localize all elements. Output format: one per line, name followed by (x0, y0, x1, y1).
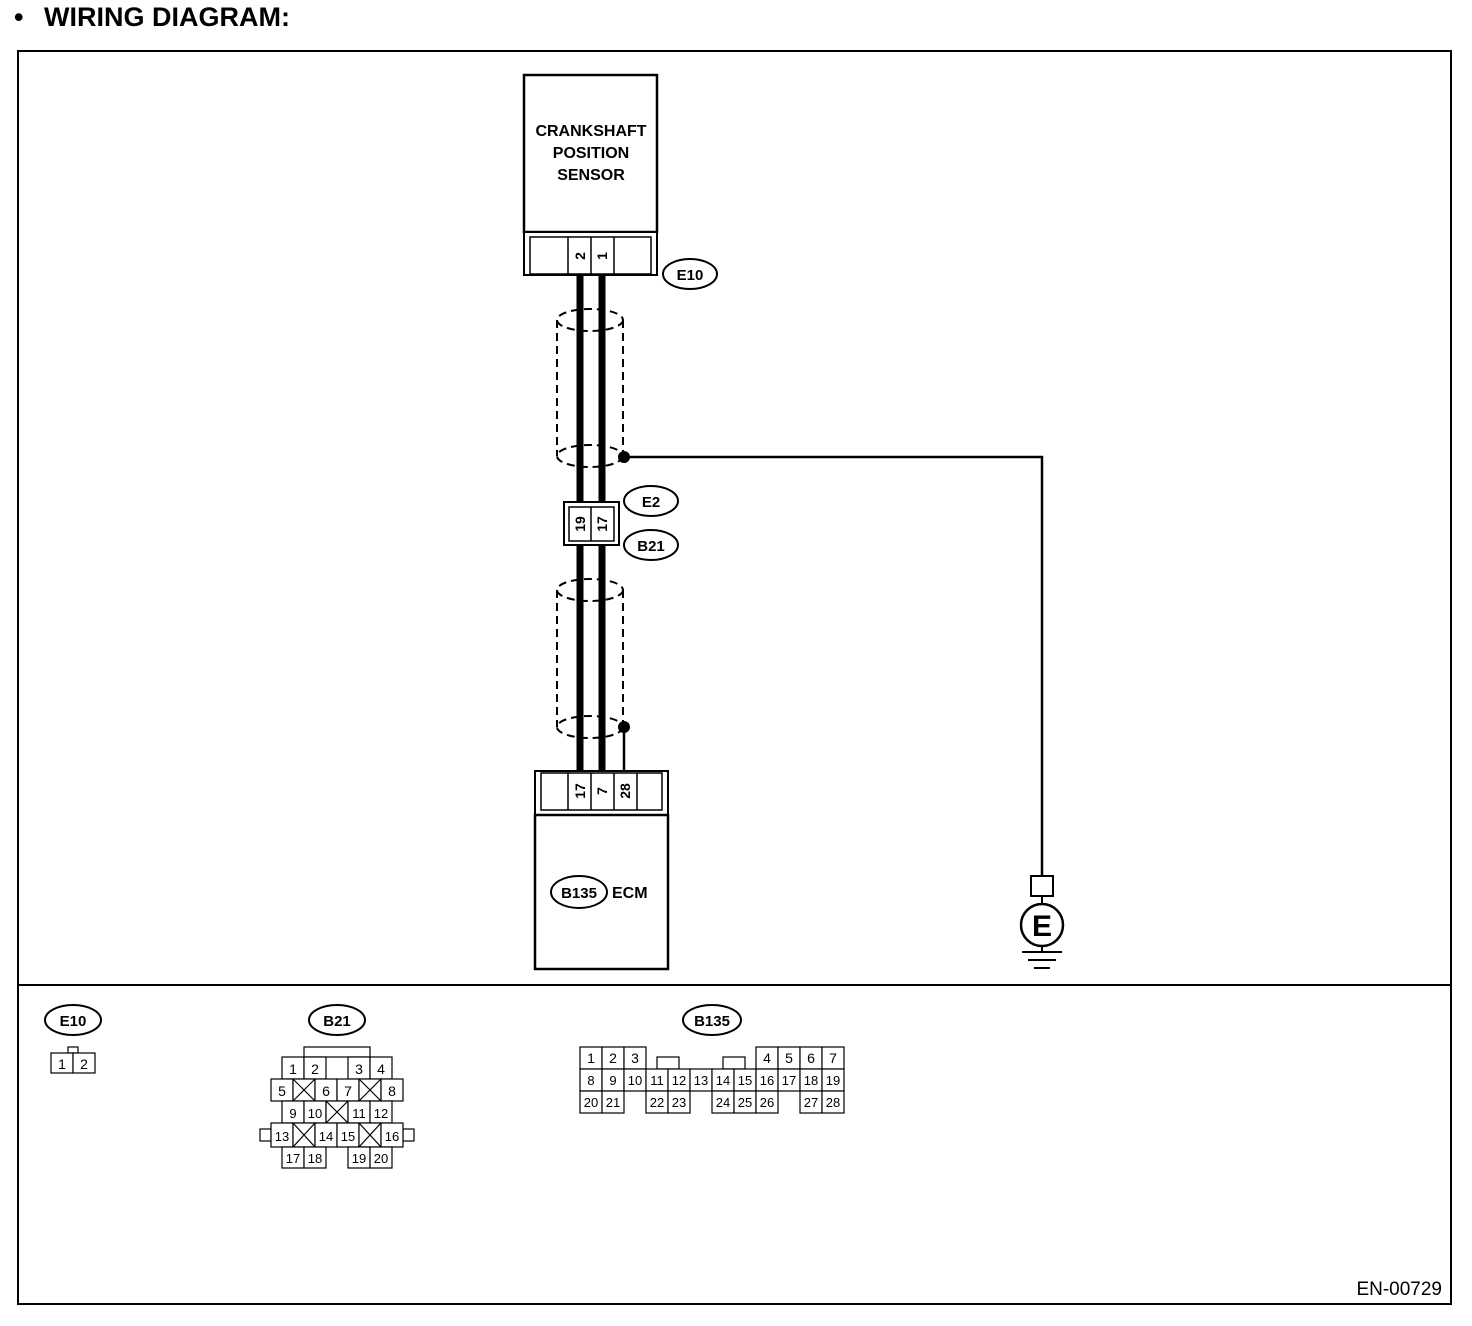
b21-view-pin-17: 17 (286, 1151, 300, 1166)
b135-view-pin-4: 4 (763, 1050, 771, 1066)
lower-wire-shield (556, 578, 624, 739)
b21-view-tag: B21 (323, 1013, 351, 1030)
b135-view-pin-26: 26 (760, 1095, 774, 1110)
crankshaft-position-sensor: CRANKSHAFT POSITION SENSOR 2 1 (522, 73, 659, 276)
svg-text:B21: B21 (637, 538, 665, 555)
b21-view-pin-14: 14 (319, 1129, 333, 1144)
ground-icon: E (1019, 875, 1065, 969)
ecm-label: ECM (612, 885, 648, 902)
sensor-pin-1: 1 (594, 252, 610, 260)
e2-connector-tag: E2 (623, 485, 679, 517)
joint-pin-19: 19 (572, 516, 588, 532)
diagram-frame (17, 50, 1452, 1305)
signal-wires (576, 275, 606, 771)
b135-view-pin-18: 18 (804, 1073, 818, 1088)
b21-view-pin-9: 9 (289, 1106, 296, 1121)
svg-text:E2: E2 (642, 494, 660, 511)
b135-connector-tag (550, 875, 608, 909)
b135-view-pin-11: 11 (650, 1073, 664, 1088)
b21-view-pin-6: 6 (322, 1083, 330, 1099)
page-heading: • WIRING DIAGRAM: (14, 0, 290, 34)
b135-view-pin-2: 2 (609, 1050, 617, 1066)
ecm-pin-28: 28 (617, 783, 633, 799)
b135-view-pin-22: 22 (650, 1095, 664, 1110)
ecm-module: 17 7 28 B135 ECM (533, 770, 670, 971)
b21-view-pin-20: 20 (374, 1151, 388, 1166)
b135-view-pin-17: 17 (782, 1073, 796, 1088)
b21-view-pin-13: 13 (275, 1129, 289, 1144)
b135-view-pin-28: 28 (826, 1095, 840, 1110)
b135-view-pin-15: 15 (738, 1073, 752, 1088)
b21-view-pin-3: 3 (355, 1061, 363, 1077)
b21-view-pin-11: 11 (352, 1106, 366, 1121)
b135-view-pin-19: 19 (826, 1073, 840, 1088)
b21-view-pin-10: 10 (308, 1106, 322, 1121)
upper-wire-shield (556, 308, 624, 468)
b135-view-pin-1: 1 (587, 1050, 595, 1066)
b135-view-pin-20: 20 (584, 1095, 598, 1110)
b135-view-pin-21: 21 (606, 1095, 620, 1110)
b21-view-pin-12: 12 (374, 1106, 388, 1121)
b135-view-pin-3: 3 (631, 1050, 639, 1066)
b135-view-pin-16: 16 (760, 1073, 774, 1088)
b135-view-pin-13: 13 (694, 1073, 708, 1088)
b135-view-pin-27: 27 (804, 1095, 818, 1110)
b135-view-pin-12: 12 (672, 1073, 686, 1088)
figure-code: EN-00729 (1356, 1279, 1442, 1300)
b21-connector-view: B21 1 2 3 4 5 6 7 8 9 10 11 (259, 1004, 415, 1169)
sensor-label-line-2: POSITION (553, 145, 629, 162)
b135-view-pin-6: 6 (807, 1050, 815, 1066)
sensor-label-line-3: SENSOR (557, 167, 625, 184)
b135-view-pin-23: 23 (672, 1095, 686, 1110)
b135-view-pin-25: 25 (738, 1095, 752, 1110)
b135-view-pin-7: 7 (829, 1050, 837, 1066)
b135-view-pin-14: 14 (716, 1073, 730, 1088)
b21-view-pin-18: 18 (308, 1151, 322, 1166)
e10-view-pin-1: 1 (58, 1056, 66, 1072)
b135-view-pin-8: 8 (587, 1073, 594, 1088)
b21-view-pin-1: 1 (289, 1061, 297, 1077)
b21-view-pin-4: 4 (377, 1061, 385, 1077)
b135-view-pin-5: 5 (785, 1050, 793, 1066)
ground-symbol-letter: E (1032, 910, 1052, 943)
joint-connector-e2-b21: 19 17 (563, 501, 620, 546)
b21-connector-tag: B21 (623, 529, 679, 561)
heading-bullet: • (14, 2, 24, 32)
b135-connector-view: B135 1 2 3 4 5 6 7 8 9 10 11 12 (579, 1004, 845, 1114)
b21-view-pin-5: 5 (278, 1083, 286, 1099)
b21-view-pin-8: 8 (388, 1083, 396, 1099)
b21-view-pin-7: 7 (344, 1083, 352, 1099)
joint-pin-17: 17 (594, 516, 610, 532)
b21-view-pin-15: 15 (341, 1129, 355, 1144)
e10-connector-tag: E10 (662, 258, 718, 290)
e10-view-pin-2: 2 (80, 1056, 88, 1072)
heading-text: WIRING DIAGRAM: (44, 2, 290, 32)
sensor-label-line-1: CRANKSHAFT (535, 123, 646, 140)
ecm-pin-17: 17 (572, 783, 588, 799)
e10-view-tag: E10 (60, 1013, 87, 1030)
b135-view-tag: B135 (694, 1013, 730, 1030)
b135-view-pin-24: 24 (716, 1095, 730, 1110)
ecm-pin-7: 7 (594, 787, 610, 795)
svg-text:E10: E10 (677, 267, 704, 284)
b21-view-pin-16: 16 (385, 1129, 399, 1144)
b21-view-pin-19: 19 (352, 1151, 366, 1166)
b135-tag-text: B135 (561, 885, 597, 902)
b21-view-pin-2: 2 (311, 1061, 319, 1077)
shield-drain-wire (618, 721, 630, 771)
b135-view-pin-9: 9 (609, 1073, 616, 1088)
b135-view-pin-10: 10 (628, 1073, 642, 1088)
e10-connector-view: E10 1 2 (44, 1004, 102, 1074)
sensor-pin-2: 2 (572, 252, 588, 260)
shield-ground-wire (618, 451, 1044, 876)
